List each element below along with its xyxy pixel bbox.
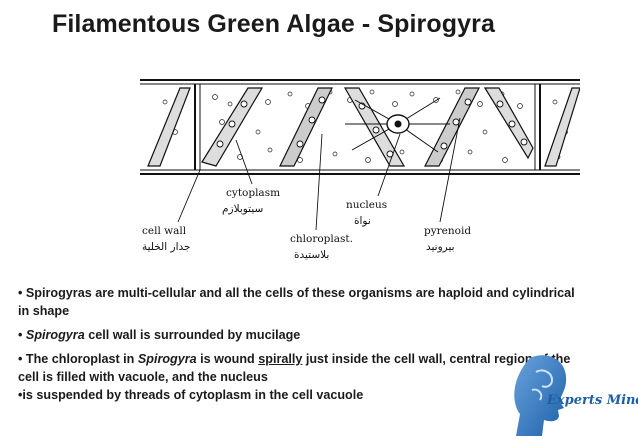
bullet-text: just inside the cell wall, central regio…	[18, 352, 571, 384]
bullet-chloroplast: • The chloroplast in Spirogyra is wound …	[18, 350, 578, 386]
filament-cell	[140, 79, 580, 175]
slide-title: Filamentous Green Algae - Spirogyra	[52, 10, 495, 38]
pyrenoids	[216, 96, 528, 158]
bullet-list: • Spirogyras are multi-cellular and all …	[18, 284, 578, 410]
nucleus	[345, 97, 450, 153]
bullet-nucleus: •is suspended by threads of cytoplasm in…	[18, 386, 578, 404]
emphasis-spirally: spirally	[258, 352, 303, 366]
bullet-text: • The chloroplast in	[18, 352, 138, 366]
label-chloroplast: chloroplast.	[290, 233, 353, 245]
bullet-text: cell wall is surrounded by mucilage	[84, 328, 301, 342]
bullet-text: •is suspended by threads of cytoplasm in…	[18, 388, 364, 402]
head-profile-icon	[514, 355, 567, 436]
bullet-mucilage: • Spirogyra cell wall is surrounded by m…	[18, 326, 578, 344]
label-cell-wall-ar: جدار الخلية	[142, 241, 191, 253]
label-cytoplasm: cytoplasm	[226, 187, 280, 199]
label-nucleus: nucleus	[346, 199, 387, 211]
label-cell-wall: cell wall	[142, 225, 187, 237]
label-pyrenoid: pyrenoid	[424, 225, 471, 237]
label-nucleus-ar: نواة	[354, 215, 371, 227]
chloroplast-bands	[147, 87, 580, 167]
bullet-marker: •	[18, 328, 26, 342]
logo-text: Experts Mind	[547, 393, 638, 408]
experts-mind-logo	[514, 355, 567, 436]
bullet-haploid: • Spirogyras are multi-cellular and all …	[18, 284, 578, 320]
spirogyra-diagram: cell wall جدار الخلية cytoplasm سيتوبلاز…	[140, 79, 580, 261]
label-pyrenoid-ar: بيرونيد	[426, 241, 455, 253]
bullet-text: • Spirogyras are multi-cellular and all …	[18, 286, 575, 318]
genus-name: Spirogyra	[137, 352, 197, 366]
label-pointers	[177, 117, 461, 231]
bullet-text: is wound	[196, 352, 259, 366]
genus-name: Spirogyra	[25, 328, 85, 342]
label-cytoplasm-ar: سيتوبلازم	[222, 203, 263, 215]
label-chloroplast-ar: بلاستيدة	[294, 249, 329, 261]
